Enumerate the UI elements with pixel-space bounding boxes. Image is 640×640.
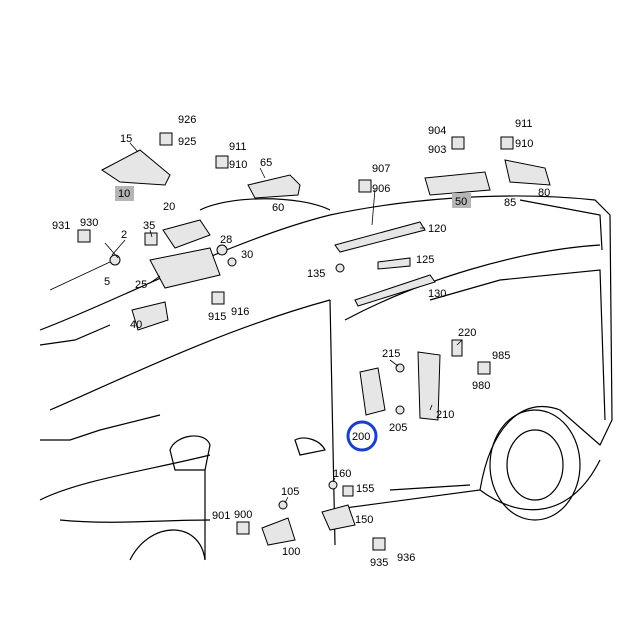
label-980: 980: [472, 380, 490, 392]
label-80: 80: [538, 187, 550, 199]
bracket-220: [451, 339, 463, 357]
components: [77, 132, 551, 551]
label-904: 904: [428, 125, 446, 137]
label-215: 215: [382, 348, 400, 360]
label-935: 935: [370, 557, 388, 569]
label-35: 35: [143, 220, 155, 232]
label-911b: 911: [515, 118, 533, 130]
handle-125: [377, 257, 411, 270]
label-220: 220: [458, 327, 476, 339]
label-2: 2: [121, 229, 127, 241]
label-916: 916: [231, 306, 249, 318]
label-100: 100: [282, 546, 300, 558]
label-50: 50: [455, 196, 467, 208]
label-200: 200: [352, 431, 370, 443]
label-931: 931: [52, 220, 70, 232]
bulb-30: [227, 257, 237, 267]
lamp-40: [131, 301, 169, 331]
lamp-200: [359, 367, 386, 416]
label-907: 907: [372, 163, 390, 175]
connector-930: [77, 229, 91, 243]
lamp-150: [321, 504, 356, 531]
label-60: 60: [272, 202, 284, 214]
lamp-60: [247, 174, 301, 199]
label-25: 25: [135, 279, 147, 291]
label-130: 130: [428, 288, 446, 300]
front-lamp-10: [101, 149, 171, 186]
connector-900: [236, 521, 250, 535]
label-125: 125: [416, 254, 434, 266]
label-120: 120: [428, 223, 446, 235]
label-926: 926: [178, 114, 196, 126]
connector-906: [358, 179, 372, 193]
rail-120: [334, 221, 426, 253]
screw-135: [335, 263, 345, 273]
lamp-100: [261, 517, 296, 546]
leader-lines: [49, 142, 463, 504]
label-65: 65: [260, 157, 272, 169]
label-box-10: [115, 186, 134, 201]
label-901: 901: [212, 510, 230, 522]
label-40: 40: [130, 319, 142, 331]
bulb-5: [109, 254, 121, 266]
label-915: 915: [208, 311, 226, 323]
connector-903: [451, 136, 465, 150]
screw-205: [395, 405, 405, 415]
label-135: 135: [307, 268, 325, 280]
label-105: 105: [281, 486, 299, 498]
strip-130: [354, 274, 436, 307]
console-25: [149, 247, 221, 289]
label-28: 28: [220, 234, 232, 246]
panel-20: [162, 219, 211, 249]
label-85: 85: [504, 197, 516, 209]
connector-935: [372, 537, 386, 551]
label-900: 900: [234, 509, 252, 521]
label-155: 155: [356, 483, 374, 495]
connector-915: [211, 291, 225, 305]
highlight-circle-200: [346, 420, 378, 452]
label-210: 210: [436, 409, 454, 421]
label-box-50: [452, 193, 471, 208]
label-15: 15: [120, 133, 132, 145]
callout-labels: 926 925 15 10 911 910 65 60 904 903 50 9…: [52, 114, 550, 569]
label-911: 911: [229, 141, 247, 153]
connector-925: [159, 132, 173, 146]
vehicle-outline: [39, 195, 613, 561]
label-205: 205: [389, 422, 407, 434]
label-925: 925: [178, 136, 196, 148]
label-985: 985: [492, 350, 510, 362]
lamp-50: [424, 171, 491, 196]
bulb-28: [216, 244, 228, 256]
label-10: 10: [118, 188, 130, 200]
socket-155: [342, 485, 354, 497]
label-930: 930: [80, 217, 98, 229]
connector-910b: [500, 136, 514, 150]
label-5: 5: [104, 276, 110, 288]
bulb-160: [328, 480, 338, 490]
label-910: 910: [229, 159, 247, 171]
label-150: 150: [355, 514, 373, 526]
label-20: 20: [163, 201, 175, 213]
label-903: 903: [428, 144, 446, 156]
connector-980: [477, 361, 491, 375]
connector-910: [215, 155, 229, 169]
label-910b: 910: [515, 138, 533, 150]
label-936: 936: [397, 552, 415, 564]
handle-210: [417, 351, 441, 421]
label-30: 30: [241, 249, 253, 261]
label-906: 906: [372, 183, 390, 195]
lamp-80: [504, 159, 551, 186]
label-160: 160: [333, 468, 351, 480]
